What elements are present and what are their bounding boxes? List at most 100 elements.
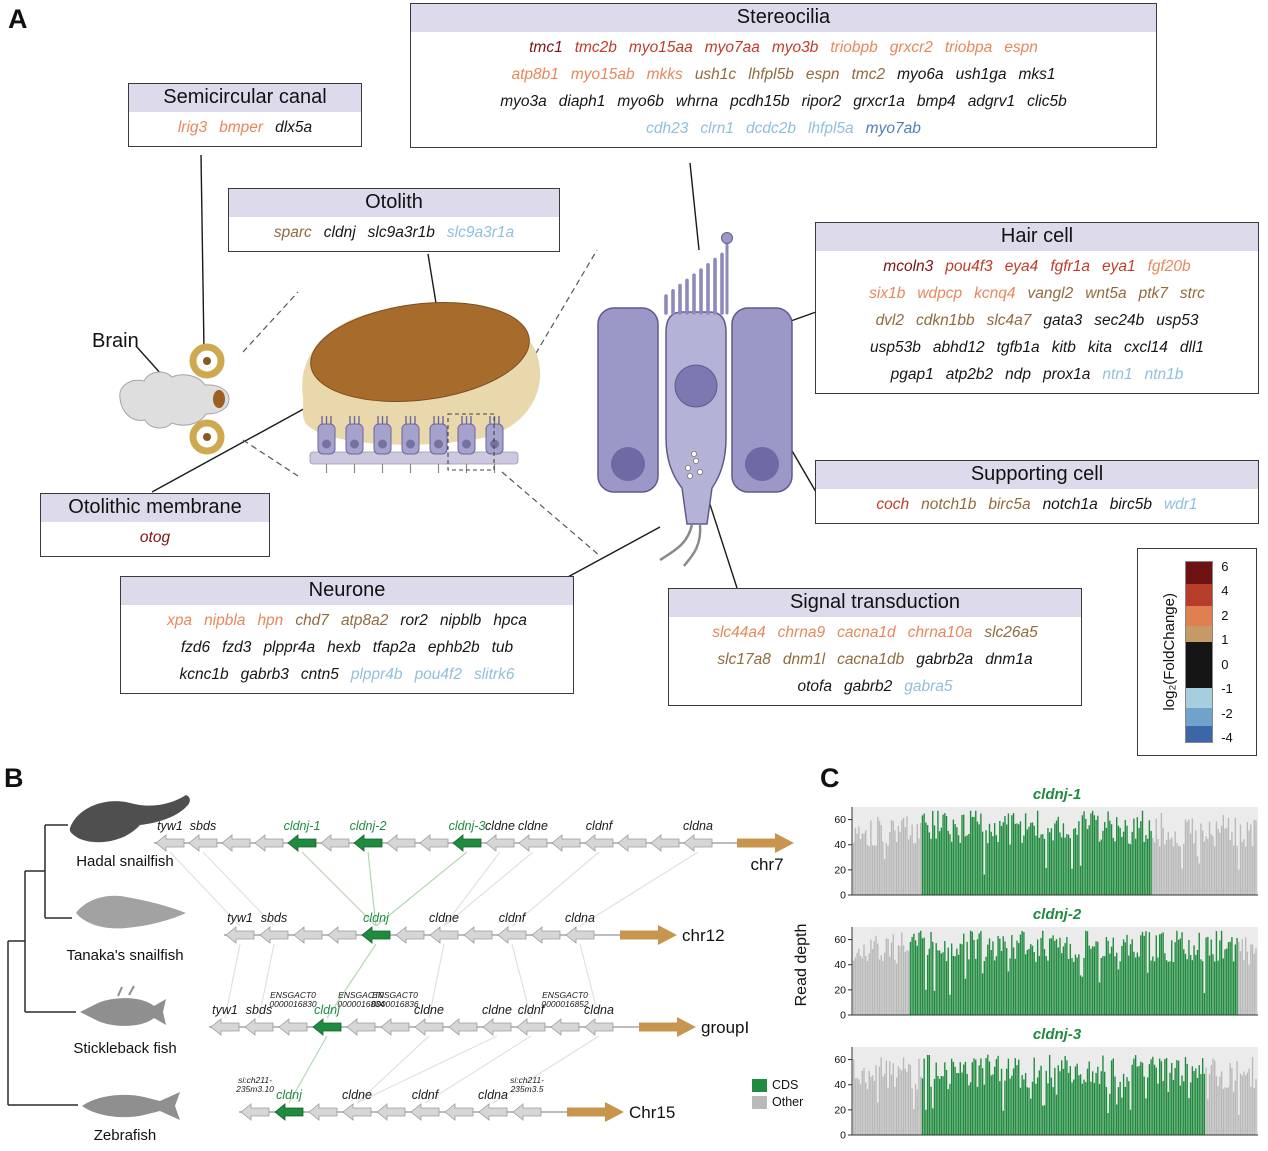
cds-bar [937,810,939,895]
cds-bar [1140,1061,1142,1135]
cds-bar [1069,838,1071,895]
cds-bar [1226,948,1228,1015]
gene-plppr4a: plppr4a [263,639,316,656]
chart-title: cldnj-2 [1032,906,1082,923]
line-neurone [565,526,661,579]
cds-bar [1095,819,1097,895]
cds-bar [1071,958,1073,1015]
gene-label: sbds [261,911,287,925]
otolith-shape [310,302,530,402]
cds-bar [1146,972,1149,1015]
cds-bar [925,989,927,1015]
gene-gabrb3: gabrb3 [240,666,289,683]
gene-arrow [444,1103,474,1121]
gene-arrow-cldnj [312,1018,342,1036]
other-bar [1232,845,1235,895]
hair-cell-box-title: Hair cell [816,223,1258,251]
cds-bar [1059,1071,1061,1135]
cds-bar [1126,825,1128,895]
other-bar [904,827,906,895]
cds-bar [1050,828,1053,895]
other-bar [1217,828,1219,895]
gene-notch1b: notch1b [921,496,977,513]
cds-bar [992,836,994,895]
gene-pou4f2: pou4f2 [414,666,462,683]
synteny-link [375,851,468,927]
cds-bar [1052,935,1054,1015]
cds-bar [1055,939,1058,1015]
cds-bar [1071,868,1073,895]
synteny-link [258,943,275,1019]
cds-bar [1129,1109,1132,1135]
cds-bar [1222,958,1224,1015]
cds-bar [954,1066,956,1135]
cds-bar [969,1082,972,1135]
cds-bar [1062,823,1065,895]
other-bar [909,835,912,895]
chromosome-arrow [737,833,794,853]
colorbar-tick: 6 [1221,559,1229,574]
gene-label: cldnf [499,911,527,925]
cds-bar [1036,1077,1039,1135]
gene-label: cldnf [518,1003,546,1017]
synteny-link [202,851,275,927]
other-bar [1174,831,1176,895]
gene-kitb: kitb [1051,339,1076,356]
cds-bar [1035,835,1037,895]
gene-kcnq4: kcnq4 [974,285,1016,302]
cds-bar [926,1054,929,1135]
cds-bar [971,931,973,1015]
cds-bar [999,820,1001,895]
gene-dnm1l: dnm1l [782,651,826,668]
gene-otofa: otofa [797,678,832,695]
other-bar [1207,839,1209,895]
cds-bar [1155,935,1157,1015]
cds-bar [1169,961,1171,1015]
gene-label: cldnf [412,1088,440,1102]
cds-bar [1172,1079,1175,1135]
gene-eya4: eya4 [1004,258,1039,275]
cds-bar [1090,948,1092,1015]
other-bar [1164,844,1166,895]
cds-bar [1133,951,1135,1015]
brain-illustration [119,343,230,455]
cds-bar [944,1062,946,1135]
cds-bar [1052,840,1054,895]
signal-transduction-box-title: Signal transduction [669,589,1081,617]
cds-bar [1085,818,1087,895]
cds-bar [1160,933,1163,1015]
line-semicircular [200,154,205,351]
cds-bar [1177,939,1180,1015]
hair-cell-nucleus [674,364,718,408]
cds-bar [975,810,977,895]
cds-bar [976,1086,979,1135]
cds-bar [921,1078,924,1135]
gene-atp8b1: atp8b1 [511,66,559,83]
cds-bar [999,938,1001,1015]
gene-xpa: xpa [167,612,193,629]
cds-bar [1048,1055,1051,1135]
gene-label: sbds [246,1003,272,1017]
cds-bar [1232,961,1235,1015]
other-bar [858,826,860,895]
gene-arrow [617,834,647,852]
species-label: Zebrafish [94,1127,157,1144]
cds-bar [1040,834,1042,895]
cds-bar [1018,1059,1020,1135]
tanaka-s-snailfish-silhouette [76,895,186,929]
panel-a-label: A [8,4,28,34]
cds-bar [1102,1055,1104,1135]
other-bar [868,953,870,1015]
cds-bar [1059,832,1061,895]
cds-bar [985,830,987,895]
other-bar [895,1077,898,1135]
other-bar [885,842,888,895]
other-bar [1238,1114,1240,1135]
chromosome-arrow [567,1102,624,1122]
cds-bar [1131,1064,1133,1135]
cds-bar [952,955,955,1015]
gene-arrow-cldnf [497,926,527,944]
cds-bar [935,1062,937,1135]
